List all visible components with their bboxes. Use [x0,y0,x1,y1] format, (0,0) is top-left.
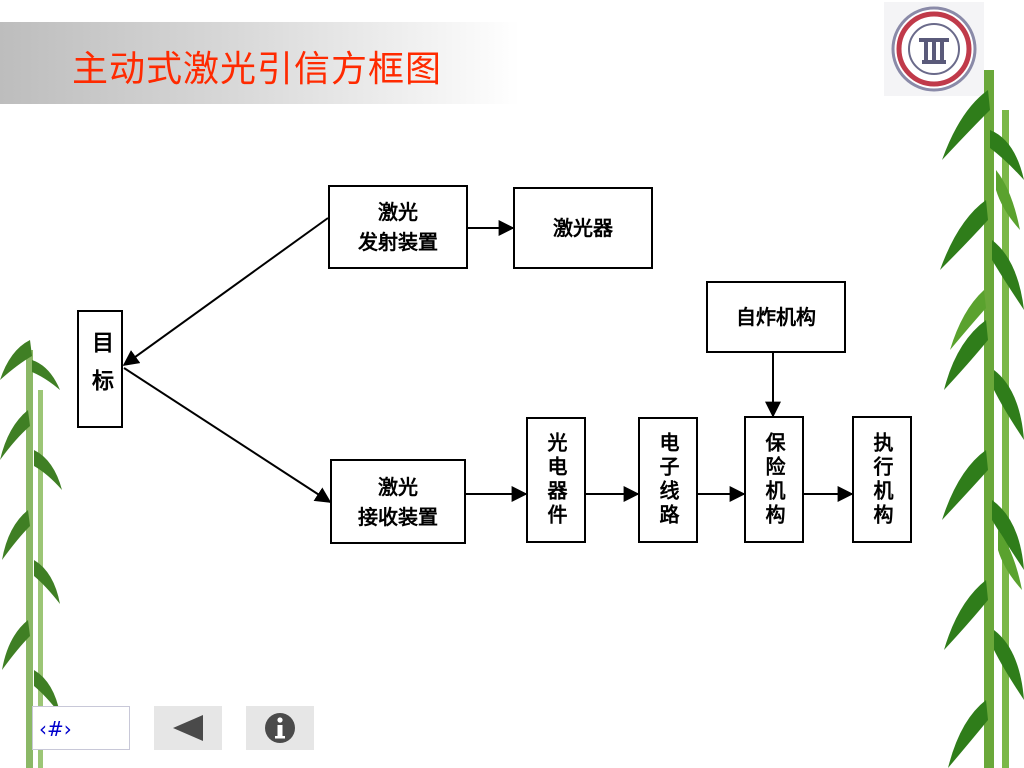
box-actuator: 执行机构 [852,416,912,543]
bamboo-decoration-left [0,340,62,768]
slide-title: 主动式激光引信方框图 [72,49,443,90]
bamboo-decoration-right [940,70,1024,768]
box-self-destruct: 自炸机构 [706,281,846,353]
box-electronic-circuit: 电子线路 [638,417,698,543]
info-button[interactable] [246,706,314,750]
box-laser-receiver: 激光 接收装置 [330,459,466,544]
title-band [0,22,520,104]
box-laser: 激光器 [513,187,653,269]
line-target-to-receiver [123,367,332,503]
university-seal-logo [884,2,984,96]
page-number: ‹#› [32,706,130,750]
box-photoelectric: 光电器件 [526,417,586,543]
line-target-to-emitter [122,217,329,366]
box-safety-mechanism: 保险机构 [744,416,804,543]
box-laser-emitter: 激光 发射装置 [328,185,468,269]
info-icon [265,713,295,743]
triangle-left-icon [173,715,203,741]
back-button[interactable] [154,706,222,750]
box-target: 目标 [77,310,123,428]
